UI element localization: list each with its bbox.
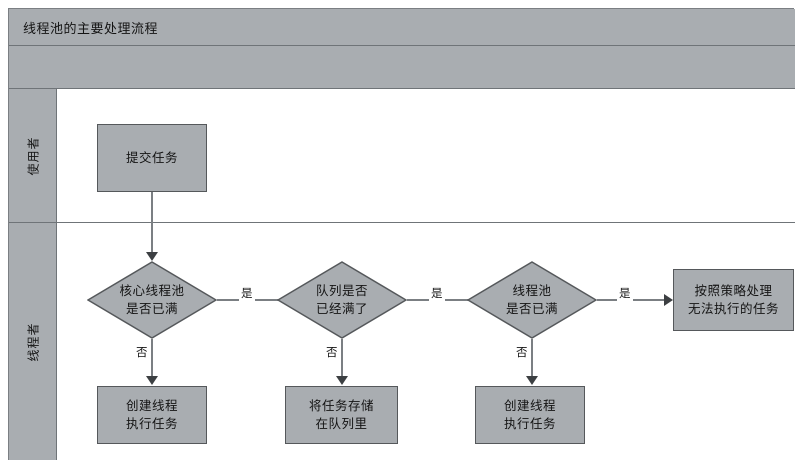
swimlane-label-thread: 线程者 — [9, 223, 57, 460]
connector-queue-no — [341, 339, 343, 379]
connector-pool-no — [531, 339, 533, 379]
node-pool-full[interactable]: 线程池 是否已满 — [467, 261, 597, 339]
node-create-thread-1-label: 创建线程 执行任务 — [126, 397, 178, 433]
node-create-thread-1-line1: 创建线程 — [125, 398, 178, 413]
node-core-pool-full[interactable]: 核心线程池 是否已满 — [87, 261, 217, 339]
connector-into-core-pool — [151, 223, 153, 253]
node-reject-policy[interactable]: 按照策略处理 无法执行的任务 — [673, 269, 794, 331]
node-pool-full-line2: 是否已满 — [505, 302, 558, 316]
page-title: 线程池的主要处理流程 — [23, 21, 159, 36]
diagram-title-bar: 线程池的主要处理流程 — [9, 9, 795, 46]
edge-label-no-2: 否 — [324, 344, 340, 360]
arrowhead-pool-no — [526, 376, 538, 385]
diamond-shape-core-pool — [87, 261, 217, 339]
edge-label-no-1: 否 — [134, 344, 150, 360]
node-submit-task-label: 提交任务 — [125, 150, 178, 165]
node-queue-full-line2: 已经满了 — [315, 302, 368, 316]
connector-submit-to-core — [151, 192, 153, 223]
edge-label-yes-3: 是 — [617, 285, 633, 301]
diamond-shape-pool — [467, 261, 597, 339]
node-create-thread-2-line1: 创建线程 — [503, 398, 556, 413]
diamond-shape-queue — [277, 261, 407, 339]
node-reject-policy-line2: 无法执行的任务 — [687, 302, 779, 316]
swimlane-body-thread: 核心线程池 是否已满 是 否 创建线程 执行任务 — [57, 223, 795, 460]
flowchart-diagram: 线程池的主要处理流程 使用者 提交任务 线程者 — [8, 8, 795, 460]
edge-label-yes-2: 是 — [429, 285, 445, 301]
swimlane-label-user-text: 使用者 — [26, 135, 40, 176]
node-core-pool-full-line1: 核心线程池 — [119, 283, 185, 298]
edge-label-yes-1: 是 — [239, 285, 255, 301]
arrowhead-core-no — [146, 376, 158, 385]
arrowhead-queue-no — [336, 376, 348, 385]
edge-label-no-3: 否 — [514, 344, 530, 360]
node-create-thread-2[interactable]: 创建线程 执行任务 — [475, 386, 585, 444]
node-submit-task[interactable]: 提交任务 — [97, 124, 207, 192]
node-pool-full-line1: 线程池 — [512, 283, 552, 298]
node-queue-full-label: 队列是否 已经满了 — [277, 282, 407, 318]
node-create-thread-1[interactable]: 创建线程 执行任务 — [97, 386, 207, 444]
node-store-in-queue[interactable]: 将任务存储 在队列里 — [285, 386, 398, 444]
node-store-in-queue-line1: 将任务存储 — [308, 398, 374, 413]
node-store-in-queue-label: 将任务存储 在队列里 — [309, 397, 374, 433]
node-reject-policy-label: 按照策略处理 无法执行的任务 — [688, 282, 779, 318]
diagram-subtitle-bar — [9, 46, 795, 89]
swimlane-user: 使用者 提交任务 — [9, 89, 795, 223]
node-queue-full-line1: 队列是否 — [315, 283, 368, 298]
swimlane-thread: 线程者 核心线程池 是否已满 是 否 — [9, 223, 795, 460]
arrowhead-pool-yes — [664, 294, 673, 306]
node-core-pool-full-label: 核心线程池 是否已满 — [87, 282, 217, 318]
swimlane-label-thread-text: 线程者 — [26, 321, 40, 362]
swimlane-body-user: 提交任务 — [57, 89, 795, 223]
connector-core-no — [151, 339, 153, 379]
node-queue-full[interactable]: 队列是否 已经满了 — [277, 261, 407, 339]
node-pool-full-label: 线程池 是否已满 — [467, 282, 597, 318]
node-create-thread-2-line2: 执行任务 — [503, 417, 556, 431]
node-create-thread-1-line2: 执行任务 — [125, 417, 178, 431]
arrowhead-into-core-pool — [146, 252, 158, 261]
node-core-pool-full-line2: 是否已满 — [125, 302, 178, 316]
swimlane-label-user: 使用者 — [9, 89, 57, 222]
node-store-in-queue-line2: 在队列里 — [315, 417, 368, 431]
node-create-thread-2-label: 创建线程 执行任务 — [504, 397, 556, 433]
node-reject-policy-line1: 按照策略处理 — [694, 283, 773, 298]
